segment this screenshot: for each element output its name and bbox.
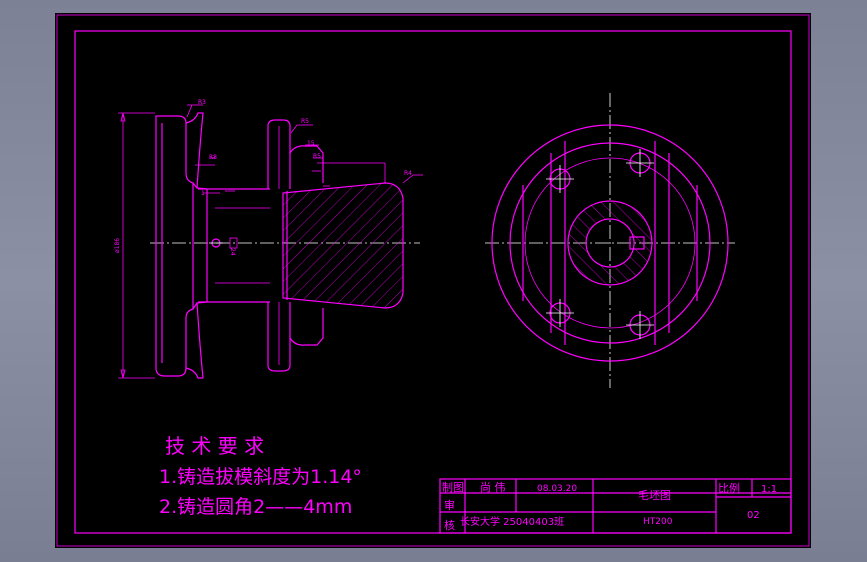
scale-label: 比例	[718, 481, 740, 495]
dim-r25: R5	[313, 153, 321, 160]
check-label-2: 核	[444, 518, 455, 532]
title-block: 制图 尚 伟 08.03.20 毛坯图 比例 1:1 审 核 长安大学 2504…	[439, 478, 792, 534]
drawn-label: 制图	[442, 481, 464, 494]
dim-1: 1	[201, 190, 205, 197]
end-view	[485, 93, 735, 388]
requirements-title: 技 术 要 求	[165, 434, 264, 458]
outer-border	[56, 14, 810, 547]
dim-15: 15	[307, 140, 315, 147]
drawing-canvas: R3 R8 R5 15 R5 R4 1 24 ø186	[56, 14, 810, 547]
requirement-1: 1.铸造拔模斜度为1.14°	[159, 466, 362, 488]
school-class: 长安大学 25040403班	[460, 515, 564, 528]
dim-d186: ø186	[114, 238, 121, 253]
dim-r3: R3	[198, 99, 206, 106]
part-name: 毛坯图	[638, 489, 671, 502]
dim-r4: R4	[404, 170, 412, 177]
check-label-1: 审	[444, 498, 455, 512]
dim-24: 24	[229, 248, 236, 256]
dim-r5: R5	[301, 118, 309, 125]
material: HT200	[643, 517, 673, 527]
drawing-date: 08.03.20	[537, 484, 577, 494]
dim-r8: R8	[209, 154, 217, 161]
scale-value: 1:1	[761, 484, 777, 495]
technical-requirements: 技 术 要 求 1.铸造拔模斜度为1.14° 2.铸造圆角2——4mm	[159, 434, 362, 518]
section-view: R3 R8 R5 15 R5 R4 1 24 ø186	[114, 99, 423, 379]
drawing-number: 02	[747, 510, 760, 521]
drawing-sheet: R3 R8 R5 15 R5 R4 1 24 ø186	[55, 13, 811, 548]
inner-border	[74, 30, 792, 534]
requirement-2: 2.铸造圆角2——4mm	[159, 496, 352, 518]
drawn-by: 尚 伟	[480, 480, 506, 494]
